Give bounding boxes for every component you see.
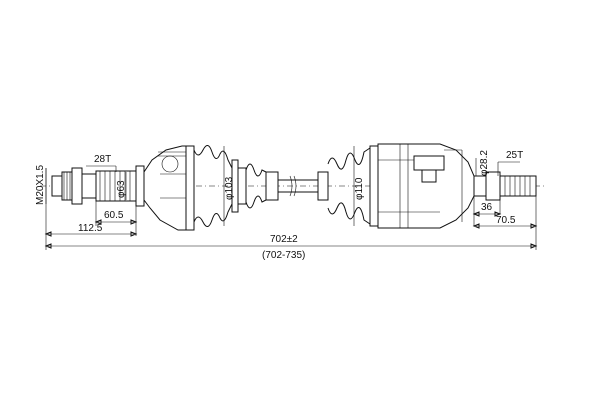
- left-stub: [51, 165, 145, 207]
- label-len-right-small: 36: [481, 202, 493, 213]
- label-len-right-total: 70.5: [496, 215, 516, 226]
- left-cv-joint: [143, 145, 195, 231]
- left-boot: [193, 145, 279, 227]
- shaft: [278, 175, 318, 197]
- label-len-left-total: 112.5: [78, 223, 103, 234]
- label-dia-left-boot: φ103: [224, 176, 235, 200]
- label-len-left-spline: 60.5: [104, 210, 124, 221]
- dimensions: [44, 146, 538, 250]
- label-dia-right-stub: φ28.2: [479, 150, 490, 176]
- right-stub: [473, 171, 537, 201]
- label-length-range: (702-735): [262, 250, 305, 261]
- label-dia-right-boot: φ110: [354, 177, 365, 200]
- right-cv-joint: [377, 143, 475, 229]
- right-boot: [317, 145, 379, 227]
- label-splines-left: 28T: [94, 154, 111, 165]
- label-thread: M20X1.5: [35, 165, 46, 205]
- label-splines-right: 25T: [506, 150, 523, 161]
- label-total-length: 702±2: [270, 234, 298, 245]
- label-dia-left-shaft: φ63: [116, 180, 127, 198]
